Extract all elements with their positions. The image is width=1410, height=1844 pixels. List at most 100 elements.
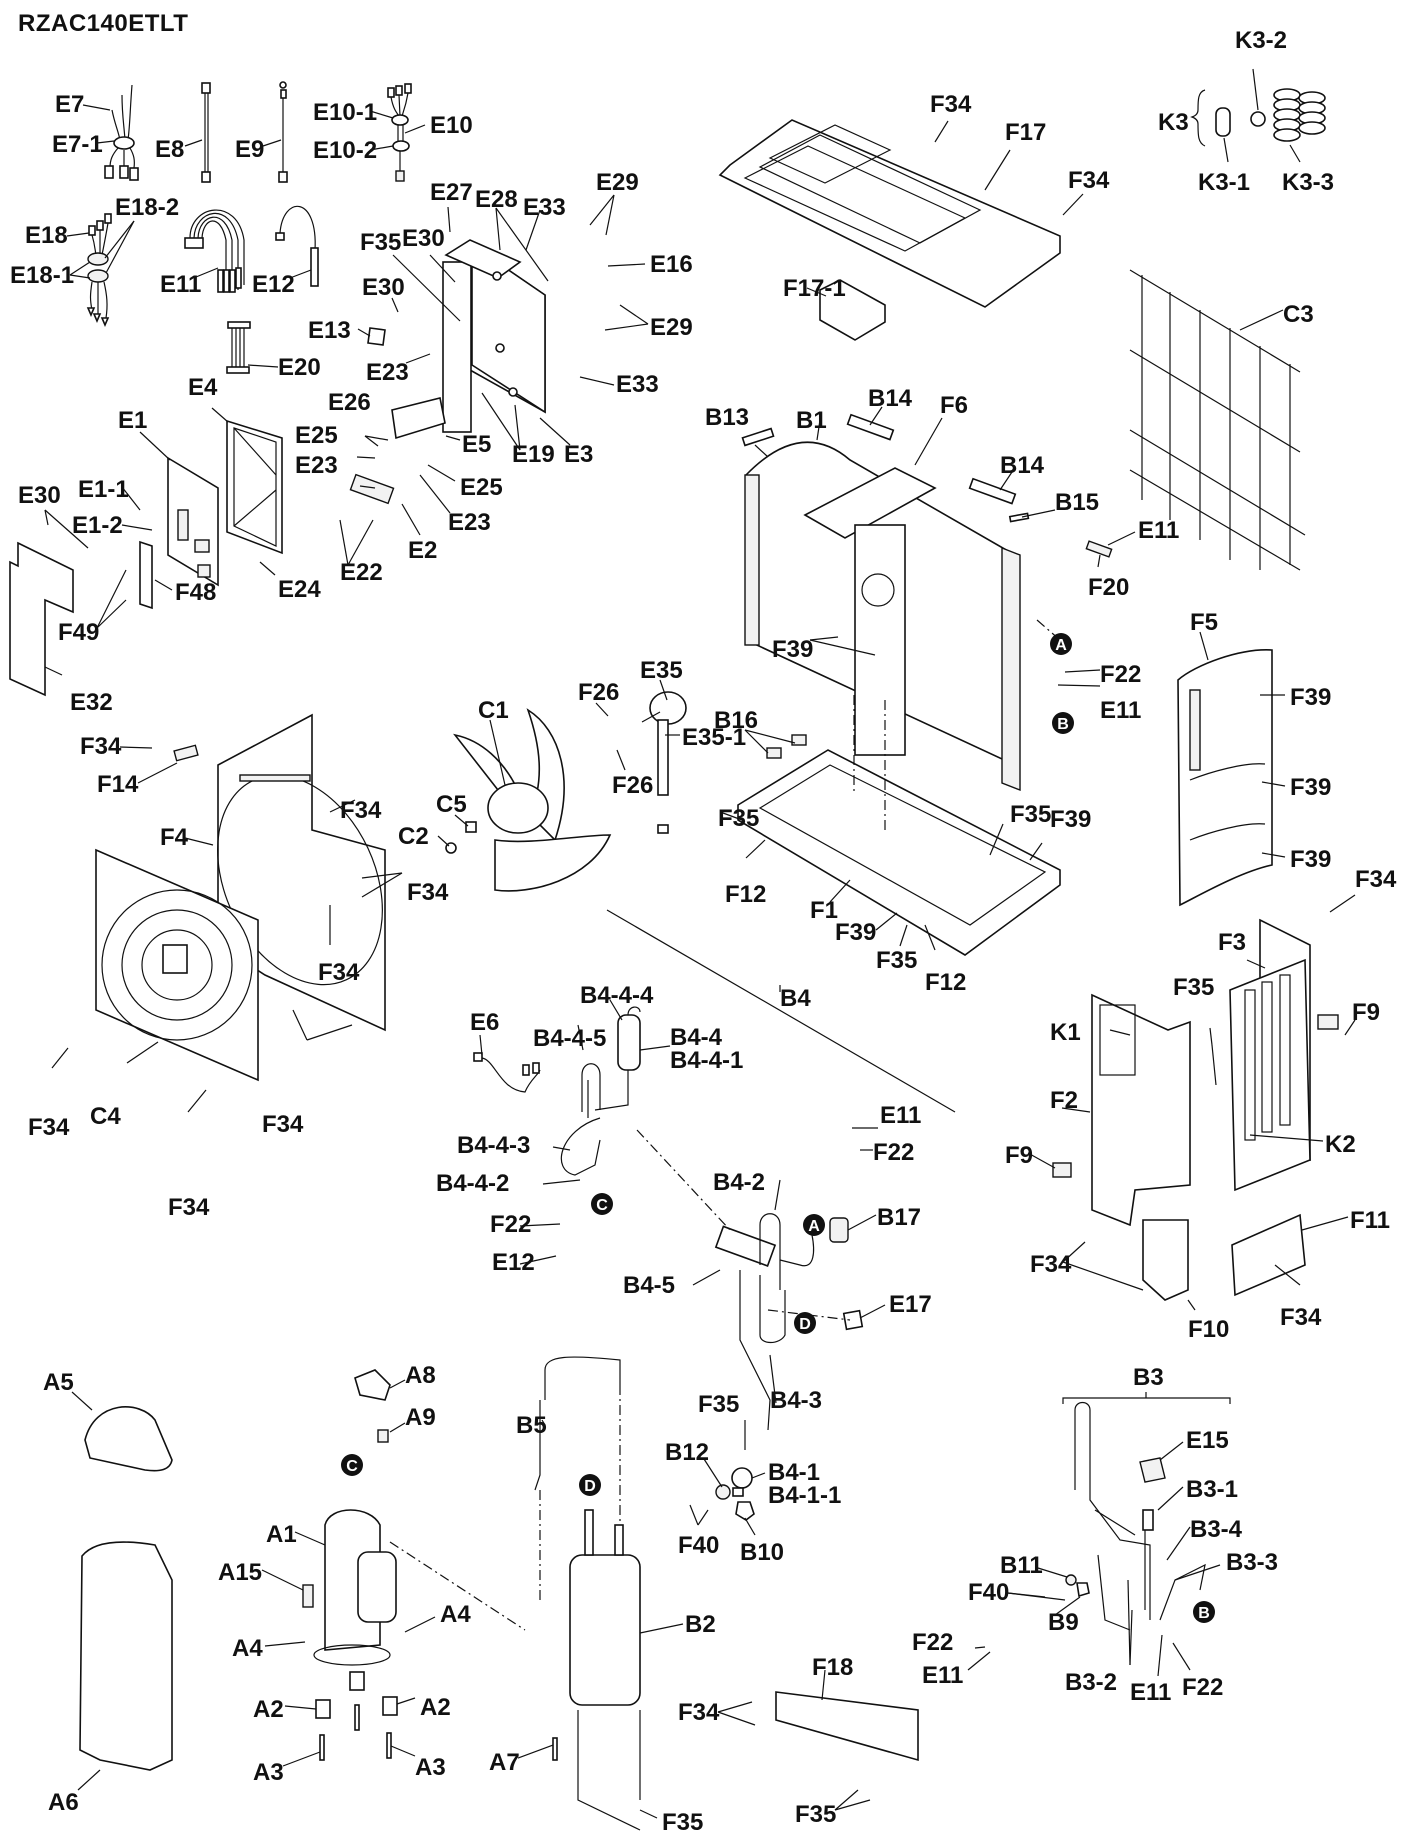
part-label-e30: E30 <box>402 225 445 252</box>
part-label-k3-1: K3-1 <box>1198 169 1250 196</box>
marker-d-receiver: D <box>579 1474 601 1496</box>
part-label-e18-1: E18-1 <box>10 262 74 289</box>
part-f10-cover <box>1142 1219 1189 1301</box>
part-label-f22: F22 <box>1100 661 1141 688</box>
part-label-e24: E24 <box>278 576 321 603</box>
part-b4-four-way-valve-assembly <box>560 1006 815 1431</box>
part-b4-1-stop-valve <box>731 1467 753 1497</box>
part-label-b14: B14 <box>1000 452 1045 479</box>
part-f9-cap-2 <box>1317 1014 1339 1030</box>
part-label-a3: A3 <box>415 1754 446 1781</box>
part-label-e25: E25 <box>295 422 338 449</box>
part-label-b4-4-3: B4-4-3 <box>457 1132 530 1159</box>
part-b5-pipe <box>534 1356 621 1491</box>
part-label-a2: A2 <box>253 1696 284 1723</box>
part-label-b12: B12 <box>665 1439 709 1466</box>
part-f2-side-panel <box>1091 993 1191 1227</box>
part-label-f22: F22 <box>873 1139 914 1166</box>
part-e1-pcb <box>167 456 219 587</box>
part-label-b4-4-1: B4-4-1 <box>670 1047 743 1074</box>
part-label-e19: E19 <box>512 441 555 468</box>
part-f48-rail <box>139 540 153 610</box>
part-label-f35: F35 <box>1173 974 1214 1001</box>
part-label-e10-2: E10-2 <box>313 137 377 164</box>
part-label-f34: F34 <box>678 1699 720 1726</box>
part-label-c5: C5 <box>436 791 467 818</box>
part-label-c3: C3 <box>1283 301 1314 328</box>
part-label-e23: E23 <box>295 452 338 479</box>
part-b1-heat-exchanger <box>744 441 1021 792</box>
part-c4-fan-grille <box>95 848 259 1082</box>
part-label-f22: F22 <box>912 1629 953 1656</box>
marker-b-top: B <box>1052 712 1074 734</box>
part-label-f34: F34 <box>407 879 449 906</box>
part-label-b4-3: B4-3 <box>770 1387 822 1414</box>
part-label-e18: E18 <box>25 222 68 249</box>
part-label-f12: F12 <box>725 881 766 908</box>
part-f1-base-plate <box>737 749 1061 956</box>
part-label-e4: E4 <box>188 374 218 401</box>
part-label-e30: E30 <box>18 482 61 509</box>
part-e4-frame <box>226 419 283 555</box>
part-label-f4: F4 <box>160 824 189 851</box>
part-label-f5: F5 <box>1190 609 1218 636</box>
part-b13-seal <box>741 427 775 447</box>
part-label-b3-4: B3-4 <box>1190 1516 1243 1543</box>
part-k3-kit <box>1190 88 1326 147</box>
part-label-a4: A4 <box>440 1601 471 1628</box>
part-label-c2: C2 <box>398 823 429 850</box>
part-label-e33: E33 <box>616 371 659 398</box>
diagram-title: RZAC140ETLT <box>18 10 189 37</box>
part-label-f39: F39 <box>1290 684 1331 711</box>
part-label-e12: E12 <box>252 271 295 298</box>
part-f5-side-panel <box>1177 649 1273 907</box>
part-label-e7-1: E7-1 <box>52 131 103 158</box>
part-label-f17: F17 <box>1005 119 1046 146</box>
part-label-b11: B11 <box>1000 1552 1043 1579</box>
part-label-e11: E11 <box>1138 517 1179 544</box>
part-label-b16: B16 <box>714 707 758 734</box>
part-label-b4-5: B4-5 <box>623 1272 675 1299</box>
part-label-f22: F22 <box>1182 1674 1223 1701</box>
part-label-f2: F2 <box>1050 1087 1078 1114</box>
part-e32-insulation <box>9 541 74 697</box>
part-label-e27: E27 <box>430 179 473 206</box>
part-e6-harness <box>473 1052 541 1093</box>
part-a7-pin <box>552 1737 558 1761</box>
part-b3-piping-assembly <box>1074 1401 1206 1631</box>
part-label-e3: E3 <box>564 441 593 468</box>
part-e7-harness <box>104 84 139 181</box>
part-c5-washer <box>465 821 477 833</box>
part-label-f35: F35 <box>1010 801 1051 828</box>
part-c3-guard-grid <box>1129 269 1306 571</box>
marker-d-label-2: D <box>584 1478 596 1495</box>
part-label-b4-4-5: B4-4-5 <box>533 1025 606 1052</box>
part-label-f34: F34 <box>340 797 382 824</box>
part-label-b3: B3 <box>1133 1364 1164 1391</box>
part-label-e7: E7 <box>55 91 84 118</box>
part-label-f34: F34 <box>1030 1251 1072 1278</box>
marker-b-label: B <box>1057 716 1069 733</box>
part-label-f35: F35 <box>360 229 401 256</box>
part-label-e23: E23 <box>366 359 409 386</box>
part-label-e17: E17 <box>889 1291 932 1318</box>
part-label-e11: E11 <box>880 1102 921 1129</box>
part-label-b2: B2 <box>685 1611 716 1638</box>
part-label-k1: K1 <box>1050 1019 1081 1046</box>
part-label-b17: B17 <box>877 1204 921 1231</box>
part-label-b4-2: B4-2 <box>713 1169 765 1196</box>
part-e3-switch-box <box>442 239 546 433</box>
part-label-f1: F1 <box>810 897 838 924</box>
part-label-f39: F39 <box>1290 774 1331 801</box>
part-label-f35: F35 <box>718 805 759 832</box>
part-label-k2: K2 <box>1325 1131 1356 1158</box>
part-label-f48: F48 <box>175 579 216 606</box>
part-b16-pad-2 <box>791 734 807 746</box>
part-label-f20: F20 <box>1088 574 1129 601</box>
part-label-e1-2: E1-2 <box>72 512 123 539</box>
part-label-e5: E5 <box>462 431 491 458</box>
part-f3-rear-panel <box>1229 918 1311 1192</box>
part-label-b3-3: B3-3 <box>1226 1549 1278 1576</box>
part-a1-compressor <box>302 1509 397 1666</box>
